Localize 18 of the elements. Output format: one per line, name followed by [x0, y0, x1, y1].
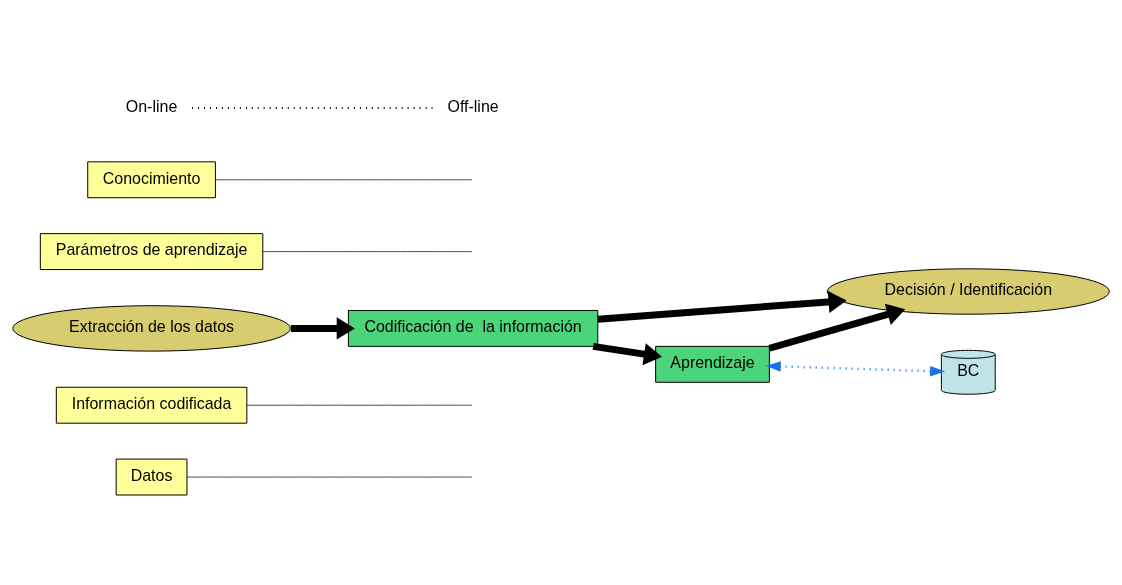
arrow	[592, 342, 663, 366]
node-box: Aprendizaje	[655, 345, 770, 383]
node-box: Conocimiento	[87, 161, 216, 199]
arrow	[290, 317, 355, 340]
node-ellipse: Extracción de los datos	[12, 305, 291, 352]
label: On-line	[125, 97, 178, 115]
node-box: Parámetros de aprendizaje	[39, 233, 264, 271]
arrow	[597, 290, 847, 323]
connector	[186, 476, 473, 478]
node-box: Codificación de la información	[347, 309, 599, 347]
arrow	[768, 303, 906, 352]
connector	[246, 404, 473, 406]
connector	[262, 251, 473, 252]
label: Off-line	[447, 97, 499, 115]
arrow	[765, 361, 946, 377]
connector	[215, 179, 473, 181]
node-box: Datos	[115, 458, 188, 496]
node-box: Información codificada	[55, 386, 248, 424]
